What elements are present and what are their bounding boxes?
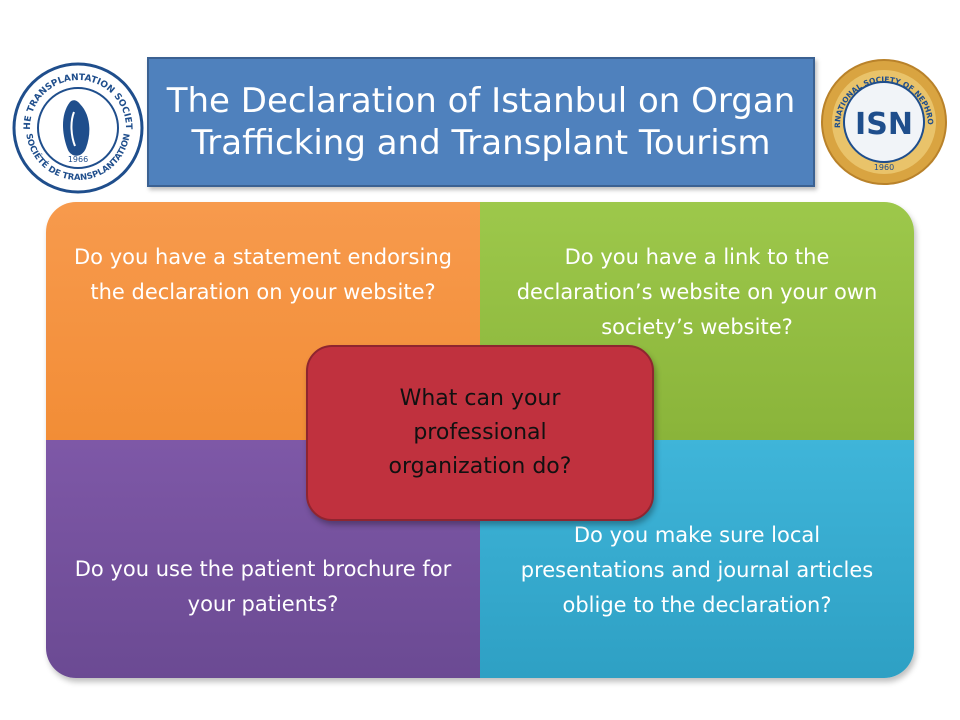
isn-logo: INTERNATIONAL SOCIETY OF NEPHROLOGY ISN …: [814, 49, 950, 188]
transplantation-society-seal-icon: THE TRANSPLANTATION SOCIETY SOCIÉTÉ DE T…: [6, 53, 144, 194]
isn-acronym: ISN: [855, 107, 913, 142]
quadrant-top-left-text: Do you have a statement endorsing the de…: [74, 245, 452, 304]
isn-seal-icon: INTERNATIONAL SOCIETY OF NEPHROLOGY ISN …: [814, 49, 947, 185]
quadrant-bottom-right-text: Do you make sure local presentations and…: [520, 523, 874, 617]
quadrant-top-right-text: Do you have a link to the declaration’s …: [516, 245, 878, 339]
transplantation-society-logo: THE TRANSPLANTATION SOCIETY SOCIÉTÉ DE T…: [6, 53, 146, 196]
center-question-box: What can your professional organization …: [306, 345, 654, 521]
center-question-text: What can your professional organization …: [388, 386, 572, 479]
tts-year: 1966: [68, 155, 88, 164]
title-box: The Declaration of Istanbul on Organ Tra…: [147, 57, 815, 187]
quadrant-top-left: Do you have a statement endorsing the de…: [46, 202, 480, 440]
quadrant-bottom-left-text: Do you use the patient brochure for your…: [74, 557, 452, 616]
page-title: The Declaration of Istanbul on Organ Tra…: [166, 81, 796, 163]
isn-year: 1960: [874, 163, 894, 172]
